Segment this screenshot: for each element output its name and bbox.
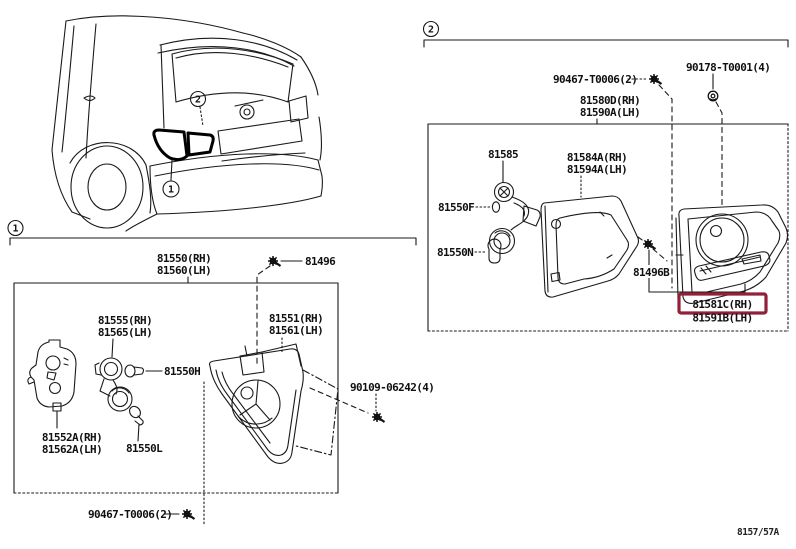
bulb-socket-assembly-drawing <box>488 181 541 255</box>
section2-callout-label[interactable]: 2 <box>428 25 434 36</box>
nut-icon <box>707 90 719 102</box>
bulb-n-drawing <box>487 238 502 264</box>
section1-callout[interactable]: 1 <box>7 219 24 237</box>
lamp-body-drawing <box>27 339 77 412</box>
leader-81496B-to-lamp <box>652 248 668 262</box>
outer-lamp-drawing <box>208 343 304 464</box>
part-label-81496B[interactable]: 81496B <box>633 266 671 279</box>
section1-box <box>13 282 339 494</box>
bulb-h-drawing <box>124 364 145 378</box>
part-label-81584A[interactable]: 81584A(RH) <box>567 151 628 164</box>
part-label-90178[interactable]: 90178-T0001(4) <box>686 61 771 74</box>
part-label-81496[interactable]: 81496 <box>305 255 337 268</box>
part-label-81562A[interactable]: 81562A(LH) <box>42 443 103 456</box>
section2-box <box>427 123 789 332</box>
vehicle-taillamp-highlight <box>152 128 215 162</box>
leader-81555 <box>111 338 114 358</box>
part-label-81550F[interactable]: 81550F <box>438 201 475 214</box>
vehicle-callout-2-label[interactable]: 2 <box>195 95 201 106</box>
part-label-81550H[interactable]: 81550H <box>164 365 201 378</box>
part-label-81551[interactable]: 81551(RH) <box>269 312 324 325</box>
part-label-81585[interactable]: 81585 <box>488 148 519 161</box>
part-label-81580D[interactable]: 81580D(RH) <box>580 94 641 107</box>
inner-lamp-drawing <box>675 204 789 304</box>
screw-icon-90109 <box>370 410 386 424</box>
screw-icon-top <box>647 72 663 86</box>
part-label-90467-bottom[interactable]: 90467-T0006(2) <box>88 508 173 521</box>
part-label-81561[interactable]: 81561(LH) <box>269 324 324 337</box>
part-label-81590A[interactable]: 81590A(LH) <box>580 106 641 119</box>
label-backing <box>630 265 671 278</box>
part-label-81550[interactable]: 81550(RH) <box>157 252 212 265</box>
vehicle-rear-quarter-view <box>51 15 323 232</box>
vehicle-callout-1[interactable]: 1 <box>162 159 180 198</box>
part-label-81565[interactable]: 81565(LH) <box>98 326 153 339</box>
part-label-81555[interactable]: 81555(RH) <box>98 314 153 327</box>
screw-icon-81496 <box>266 254 282 268</box>
part-label-90109[interactable]: 90109-06242(4) <box>350 381 435 394</box>
part-label-81560[interactable]: 81560(LH) <box>157 264 212 277</box>
highlight-box <box>677 292 768 315</box>
leader-90109-to-lamp <box>309 387 369 414</box>
section1-bracket <box>9 237 417 246</box>
leader-81496-to-lamp <box>256 265 271 367</box>
part-label-81594A[interactable]: 81594A(LH) <box>567 163 628 176</box>
bulb-f-drawing <box>491 201 501 213</box>
socket-l-drawing <box>107 386 144 426</box>
part-label-81591B[interactable]: 81591B(LH) <box>692 312 753 325</box>
screw-icon-bottom <box>180 507 196 521</box>
leader-81550L <box>137 423 140 442</box>
part-label-81550N[interactable]: 81550N <box>437 246 474 259</box>
leader-81496B-to-gasket <box>637 236 646 243</box>
section1-callout-label[interactable]: 1 <box>12 224 18 235</box>
vehicle-callout-2[interactable]: 2 <box>189 90 207 127</box>
part-label-81581C-selected[interactable]: 81581C(RH) <box>692 298 753 311</box>
part-label-81552A[interactable]: 81552A(RH) <box>42 431 103 444</box>
part-label-90467-top[interactable]: 90467-T0006(2) <box>553 73 638 86</box>
gasket-drawing <box>540 195 640 298</box>
screw-icon-81496B <box>641 237 657 251</box>
socket-drawing-1 <box>94 357 123 397</box>
section2-callout[interactable]: 2 <box>422 20 440 38</box>
vehicle-callout-1-label[interactable]: 1 <box>168 185 174 196</box>
mount-panel-outline <box>295 369 339 456</box>
leader-nut-to-lamp <box>715 101 723 207</box>
leader-screw-to-lamp <box>658 84 673 289</box>
section2-bracket <box>423 39 789 48</box>
figure-code: 8157/57A <box>737 527 780 538</box>
part-label-81550L[interactable]: 81550L <box>126 442 164 455</box>
